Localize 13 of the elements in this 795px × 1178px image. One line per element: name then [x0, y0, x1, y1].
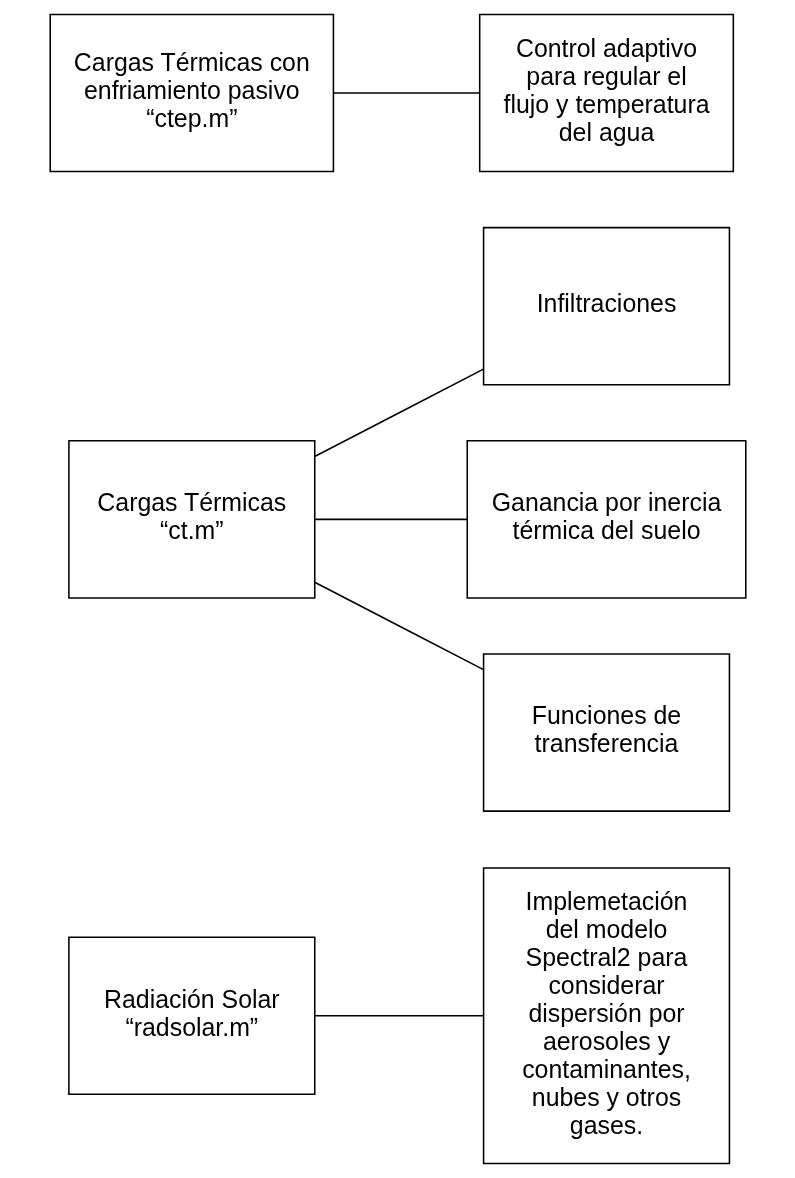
- node-box: Implemetación del modelo Spectral2 para considerar dispersión por aerosoles y contaminantes, nubes y otros gases.: [482, 867, 730, 1165]
- node-box: Cargas Térmicas con enfriamiento pasivo “ctep.m”: [48, 13, 334, 173]
- connector: [313, 581, 484, 671]
- connector: [313, 368, 484, 458]
- connector: [332, 92, 480, 94]
- node-box: Radiación Solar “radsolar.m”: [67, 936, 316, 1096]
- node-box: Control adaptivo para regular el flujo y temperatura del agua: [478, 13, 734, 173]
- node-box: Ganancia por inercia térmica del suelo: [465, 440, 747, 599]
- connector: [313, 518, 468, 521]
- node-box: Cargas Térmicas “ct.m”: [67, 440, 316, 599]
- connector: [313, 1014, 484, 1017]
- node-box: Funciones de transferencia: [482, 653, 730, 812]
- node-box: Infiltraciones: [482, 226, 730, 386]
